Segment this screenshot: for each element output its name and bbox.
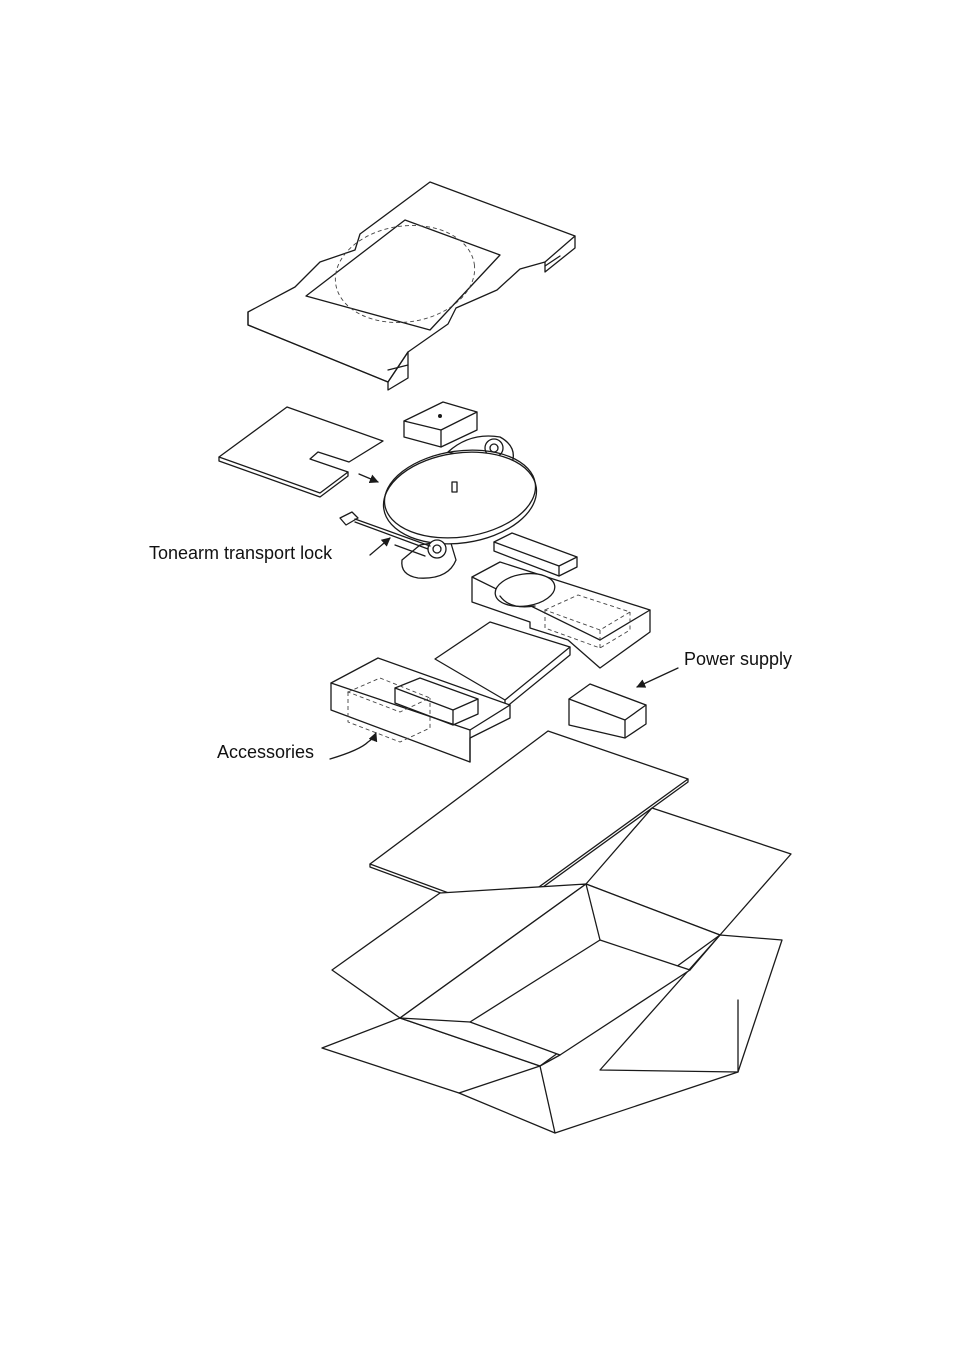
turntable bbox=[340, 436, 543, 578]
power-supply-arrow bbox=[637, 668, 678, 687]
power-supply-label: Power supply bbox=[684, 649, 792, 670]
tonearm-lock-label: Tonearm transport lock bbox=[149, 543, 332, 564]
top-foam-lid bbox=[248, 182, 575, 390]
slotted-cardboard-sheet bbox=[219, 407, 383, 497]
tonearm-lock-arrow bbox=[370, 538, 390, 555]
accessories-arrow bbox=[330, 733, 376, 759]
accessories-label: Accessories bbox=[217, 742, 314, 763]
power-supply-block bbox=[569, 684, 646, 738]
